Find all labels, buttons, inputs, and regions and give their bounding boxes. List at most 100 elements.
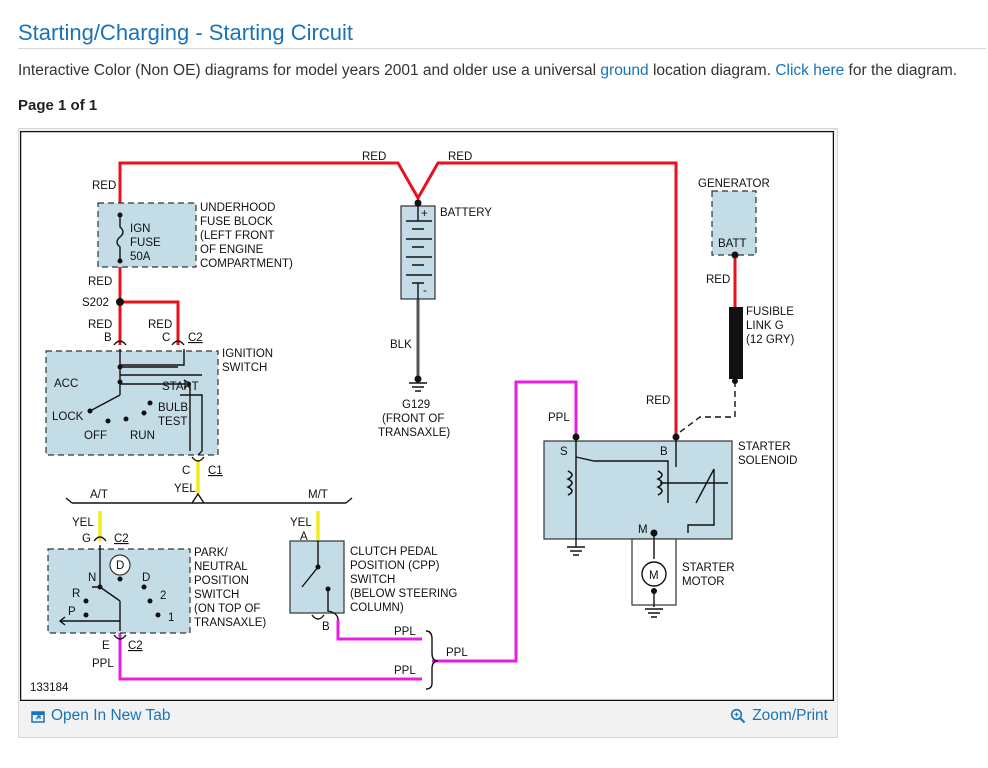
solenoid-terminal-b: B (660, 446, 668, 458)
ignition-contacts (89, 349, 203, 456)
fuse-block-label: FUSE BLOCK (200, 216, 273, 228)
solenoid-terminal-s: S (560, 446, 568, 458)
pnp-pos-1: 1 (168, 612, 174, 624)
ground-link[interactable]: ground (600, 62, 649, 79)
starter-solenoid-label: STARTER (738, 441, 791, 453)
ignition-switch-label: SWITCH (222, 362, 267, 374)
wire-label-red: RED (448, 151, 472, 163)
wire-label-red: RED (646, 395, 670, 407)
generator-label: GENERATOR (698, 178, 770, 190)
pnp-d-circle (109, 554, 131, 576)
wire-label-yel: YEL (174, 483, 196, 495)
fuse-block-label: (LEFT FRONT (200, 230, 275, 242)
ignition-connector-c2: C2 (188, 332, 203, 344)
battery-label: BATTERY (440, 207, 492, 219)
ground-g129-label: G129 (402, 399, 430, 411)
open-tab-icon (31, 710, 45, 723)
wire-label-red: RED (148, 319, 172, 331)
wire-label-yel: YEL (72, 517, 94, 529)
cpp-connector-b (311, 614, 325, 620)
zoom-print-label: Zoom/Print (752, 707, 828, 724)
wire-label-red: RED (88, 276, 112, 288)
wire-label-ppl: PPL (394, 665, 416, 677)
ignition-pos-run: RUN (130, 430, 155, 442)
ground-g129-label: (FRONT OF (382, 413, 444, 425)
diagram-toolbar: Open In New Tab Zoom/Print (20, 701, 834, 733)
hold-in-coil (656, 470, 663, 496)
pnp-connector-c2: C2 (114, 533, 129, 545)
pnp-switch-label: TRANSAXLE) (194, 617, 266, 629)
ignition-pos-bulb: BULB (158, 402, 188, 414)
pnp-pos-r: R (72, 588, 80, 600)
pnp-switch-label: POSITION (194, 575, 249, 587)
wire-ppl-pnp (118, 631, 422, 681)
wire-label-yel: YEL (290, 517, 312, 529)
cpp-switch-label: CLUTCH PEDAL (350, 546, 438, 558)
transmission-at: A/T (90, 489, 108, 501)
ign-fuse-50a (116, 215, 124, 261)
fuse-label: IGN (130, 223, 150, 235)
pnp-pos-p: P (68, 606, 76, 618)
intro-text-part: for the diagram. (844, 62, 958, 79)
wire-label-red: RED (92, 180, 116, 192)
clutch-pedal-position-switch (289, 540, 345, 614)
wire-label-blk: BLK (390, 339, 412, 351)
pnp-pos-d-circle: D (116, 560, 124, 572)
pnp-pos-n: N (88, 572, 96, 584)
cpp-switch-label: POSITION (CPP) (350, 560, 440, 572)
fuse-block-label: OF ENGINE (200, 244, 264, 256)
generator-batt-terminal: BATT (718, 238, 747, 250)
splice-label: S202 (82, 297, 109, 309)
motor-symbol (641, 561, 667, 587)
cpp-switch-label: COLUMN) (350, 602, 404, 614)
intro-text: Interactive Color (Non OE) diagrams for … (18, 62, 957, 80)
connector-c-terminal: C (182, 465, 190, 477)
fusible-link-label: LINK G (746, 320, 784, 332)
starter-motor-label: MOTOR (682, 576, 725, 588)
start-arrow (183, 379, 192, 389)
wire-ppl-solenoid (432, 380, 578, 663)
intro-text-part: Interactive Color (Non OE) diagrams for … (18, 62, 601, 79)
ppl-merge-brace (425, 630, 439, 690)
solenoid-ground (567, 543, 585, 556)
pnp-pos-2: 2 (160, 590, 166, 602)
title-divider (18, 48, 986, 49)
starter-solenoid-label: SOLENOID (738, 455, 797, 467)
click-here-link[interactable]: Click here (775, 62, 845, 79)
ground-symbol (409, 382, 427, 392)
fusible-link-label: (12 GRY) (746, 334, 795, 346)
transmission-branch (65, 492, 353, 504)
ignition-pos-test: TEST (158, 416, 187, 428)
wire-label-ppl: PPL (394, 626, 416, 638)
ignition-terminal-c: C (162, 332, 170, 344)
battery-minus: - (423, 285, 427, 297)
wire-label-red: RED (88, 319, 112, 331)
generator (711, 190, 757, 256)
pnp-pos-d: D (142, 572, 150, 584)
open-in-new-tab-button[interactable]: Open In New Tab (31, 707, 170, 725)
ignition-pos-lock: LOCK (52, 411, 84, 423)
fuse-label: FUSE (130, 237, 161, 249)
page-title: Starting/Charging - Starting Circuit (18, 20, 354, 45)
wire-label-ppl: PPL (92, 658, 114, 670)
intro-text-part: location diagram. (648, 62, 776, 79)
battery-plus: + (421, 208, 428, 220)
pnp-terminal-g: G (82, 533, 91, 545)
starter-motor-symbol: M (649, 570, 659, 582)
magnifier-icon (731, 708, 746, 724)
cpp-switch-label: SWITCH (350, 574, 395, 586)
zoom-print-button[interactable]: Zoom/Print (730, 707, 828, 725)
pull-in-coil (566, 470, 573, 496)
cpp-terminal-b: B (322, 621, 330, 633)
wire-label-ppl: PPL (446, 647, 468, 659)
figure-id: 133184 (30, 682, 69, 694)
wiring-diagram: RED RED RED RED RED RED RED RED BLK YEL … (20, 131, 834, 701)
underhood-fuse-block (97, 202, 197, 268)
splice-s202 (116, 298, 124, 306)
wire-red-battery (118, 161, 678, 435)
fusible-link-g (729, 307, 743, 379)
ignition-switch-label: IGNITION (222, 348, 273, 360)
fusible-link-label: FUSIBLE (746, 306, 794, 318)
wire-label-red: RED (362, 151, 386, 163)
fuse-label: 50A (130, 251, 151, 263)
